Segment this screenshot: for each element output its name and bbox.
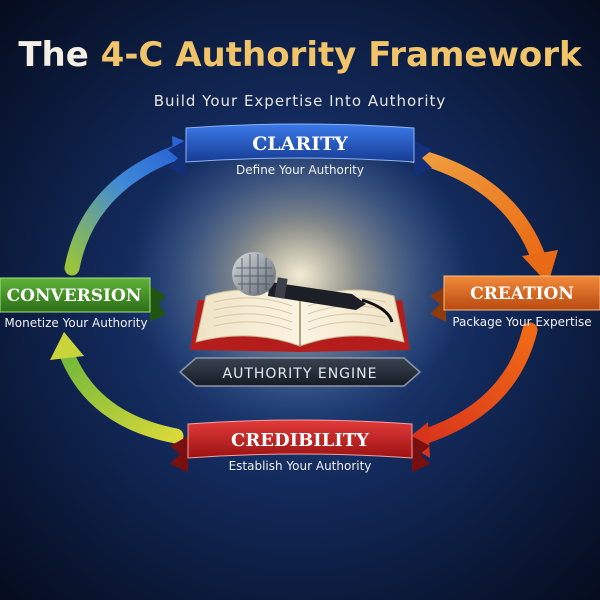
clarity-title: CLARITY xyxy=(252,133,348,155)
authority-engine-plate: AUTHORITY ENGINE xyxy=(178,357,422,387)
page-title: The 4-C Authority Framework xyxy=(18,35,583,75)
microphone-icon xyxy=(232,252,394,323)
stage-credibility: CREDIBILITY Establish Your Authority xyxy=(170,419,430,473)
stage-creation: CREATION Package Your Expertise xyxy=(430,275,600,329)
conversion-title: CONVERSION xyxy=(7,286,142,306)
conversion-caption: Monetize Your Authority xyxy=(4,316,147,330)
creation-title: CREATION xyxy=(470,284,574,304)
arrow-credibility-to-conversion xyxy=(58,344,184,444)
arrowhead-conversion xyxy=(50,332,84,360)
arrow-conversion-to-clarity xyxy=(64,144,186,276)
credibility-caption: Establish Your Authority xyxy=(229,459,372,473)
stage-clarity: CLARITY Define Your Authority xyxy=(168,123,432,177)
stage-conversion: CONVERSION Monetize Your Authority xyxy=(0,277,166,330)
creation-caption: Package Your Expertise xyxy=(452,315,591,329)
authority-engine-label: AUTHORITY ENGINE xyxy=(223,366,378,382)
arrow-creation-to-credibility xyxy=(412,322,538,446)
page-subtitle: Build Your Expertise Into Authority xyxy=(154,92,447,110)
credibility-title: CREDIBILITY xyxy=(231,430,370,451)
clarity-caption: Define Your Authority xyxy=(236,163,364,177)
arrow-clarity-to-creation xyxy=(404,147,548,270)
